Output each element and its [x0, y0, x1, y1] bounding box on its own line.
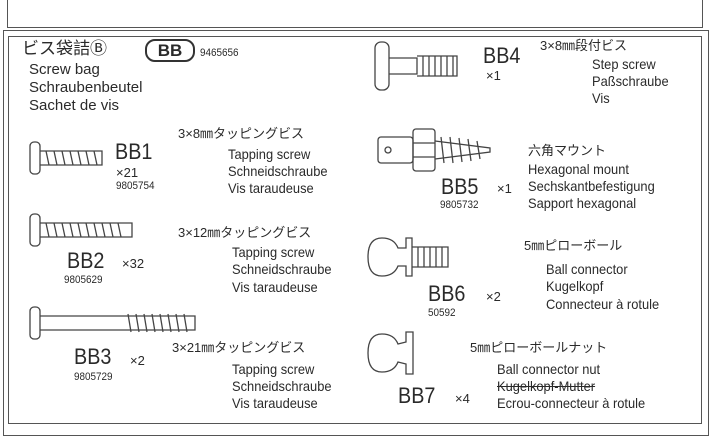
part-number-bb2: 9805629	[64, 274, 103, 286]
tapping-screw-21mm-icon	[29, 306, 196, 340]
part-qty-bb6: ×2	[486, 289, 501, 304]
part-qty-bb1: ×21	[116, 165, 139, 180]
part-jp-bb4: 3×8㎜段付ビス	[540, 38, 628, 53]
ball-connector-icon	[367, 237, 449, 277]
part-en-bb1: Tapping screw	[228, 146, 311, 162]
bag-title-fr: Sachet de vis	[29, 97, 120, 114]
part-qty-bb5: ×1	[497, 181, 512, 196]
part-fr-bb2: Vis taraudeuse	[232, 279, 318, 295]
bag-number: 9465656	[200, 47, 239, 59]
part-jp-bb1: 3×8㎜タッピングビス	[178, 126, 305, 141]
parts-box	[8, 36, 702, 424]
outer-frame	[3, 30, 709, 436]
part-en-bb5: Hexagonal mount	[528, 161, 629, 177]
step-screw-icon	[374, 41, 458, 91]
part-jp-bb6: 5㎜ピローボール	[524, 238, 623, 253]
part-de-bb7: Kugelkopf-Mutter	[497, 378, 596, 394]
part-jp-bb5: 六角マウント	[528, 143, 607, 158]
part-en-bb6: Ball connector	[546, 261, 628, 277]
part-fr-bb4: Vis	[592, 90, 610, 106]
part-qty-bb4: ×1	[486, 68, 501, 83]
part-number-bb3: 9805729	[74, 371, 113, 383]
part-jp-bb7: 5㎜ピローボールナット	[470, 340, 608, 355]
part-fr-bb1: Vis taraudeuse	[228, 180, 314, 196]
bag-title-de: Schraubenbeutel	[29, 79, 143, 96]
tapping-screw-12mm-icon	[29, 213, 133, 247]
part-qty-bb3: ×2	[130, 353, 145, 368]
part-jp-bb2: 3×12㎜タッピングビス	[178, 225, 312, 240]
part-code-bb5: BB5	[441, 174, 479, 199]
part-jp-bb3: 3×21㎜タッピングビス	[172, 340, 306, 355]
part-en-bb7: Ball connector nut	[497, 361, 601, 377]
part-code-bb3: BB3	[74, 344, 112, 369]
part-code-bb6: BB6	[428, 281, 466, 306]
bag-title-en: Screw bag	[29, 61, 100, 78]
hexagonal-mount-icon	[377, 128, 491, 172]
part-code-bb7: BB7	[398, 383, 436, 408]
part-qty-bb7: ×4	[455, 391, 470, 406]
part-de-bb5: Sechskantbefestigung	[528, 178, 655, 194]
part-en-bb2: Tapping screw	[232, 244, 315, 260]
ball-connector-nut-icon	[367, 331, 414, 375]
top-frame	[7, 0, 703, 28]
part-code-bb1: BB1	[115, 139, 153, 164]
part-number-bb5: 9805732	[440, 199, 479, 211]
part-qty-bb2: ×32	[122, 256, 145, 271]
part-fr-bb5: Sapport hexagonal	[528, 195, 637, 211]
part-en-bb3: Tapping screw	[232, 361, 315, 377]
part-code-bb2: BB2	[67, 248, 105, 273]
part-code-bb4: BB4	[483, 43, 521, 68]
part-fr-bb7: Ecrou-connecteur à rotule	[497, 395, 646, 411]
part-de-bb1: Schneidschraube	[228, 163, 328, 179]
bag-title-jp: ビス袋詰Ⓑ	[22, 39, 107, 58]
tapping-screw-8mm-icon	[29, 141, 103, 175]
part-fr-bb6: Connecteur à rotule	[546, 296, 660, 312]
part-fr-bb3: Vis taraudeuse	[232, 395, 318, 411]
part-en-bb4: Step screw	[592, 56, 656, 72]
part-number-bb1: 9805754	[116, 180, 155, 192]
bag-code-badge: BB	[145, 39, 195, 62]
part-de-bb4: Paßschraube	[592, 73, 669, 89]
part-de-bb2: Schneidschraube	[232, 261, 332, 277]
part-de-bb6: Kugelkopf	[546, 278, 604, 294]
part-number-bb6: 50592	[428, 307, 456, 319]
part-de-bb3: Schneidschraube	[232, 378, 332, 394]
